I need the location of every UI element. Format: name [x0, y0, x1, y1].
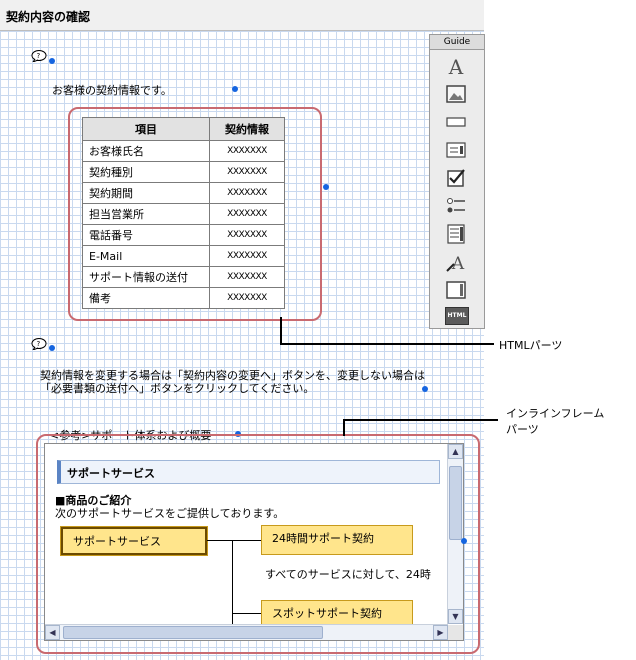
instruction-line-2: 「必要書類の送付へ」ボタンをクリックしてください。: [40, 382, 315, 395]
list-icon[interactable]: [445, 195, 467, 217]
checkbox-icon[interactable]: [445, 167, 467, 189]
connector-line: [232, 540, 233, 640]
vertical-scroll-thumb[interactable]: [449, 466, 462, 540]
html-parts-label: HTMLパーツ: [499, 339, 563, 352]
scroll-up-button[interactable]: ▲: [448, 444, 463, 459]
text-icon[interactable]: A: [445, 55, 467, 77]
table-cell: XXXXXXX: [209, 266, 285, 288]
image-icon[interactable]: [445, 83, 467, 105]
table-cell: 電話番号: [82, 224, 210, 246]
product-description: 次のサポートサービスをご提供しております。: [55, 507, 285, 520]
table-cell: XXXXXXX: [209, 224, 285, 246]
svg-text:?: ?: [37, 340, 41, 348]
svg-text:A: A: [448, 55, 464, 77]
table-cell: お客様氏名: [82, 140, 210, 162]
horizontal-scrollbar[interactable]: ◀ ▶: [45, 624, 448, 640]
table-cell: XXXXXXX: [209, 182, 285, 204]
comment-icon[interactable]: ?: [31, 50, 49, 62]
table-cell: サポート情報の送付: [82, 266, 210, 288]
intro-text: お客様の契約情報です。: [52, 84, 172, 97]
comment-icon[interactable]: ?: [31, 338, 49, 350]
table-cell: 契約種別: [82, 161, 210, 183]
iframe-parts-label-line1: インラインフレーム: [506, 407, 605, 420]
instruction-line-1: 契約情報を変更する場合は「契約内容の変更へ」ボタンを、変更しない場合は: [40, 369, 425, 382]
guide-title: Guide: [430, 35, 484, 50]
inline-frame[interactable]: サポートサービス ■商品のご紹介 次のサポートサービスをご提供しております。 サ…: [44, 443, 464, 641]
selection-handle[interactable]: [49, 345, 55, 351]
iframe-parts-highlight: [36, 434, 480, 654]
scroll-left-button[interactable]: ◀: [45, 625, 60, 640]
scroll-right-button[interactable]: ▶: [433, 625, 448, 640]
html-icon[interactable]: HTML: [445, 307, 469, 325]
table-cell: 担当営業所: [82, 203, 210, 225]
page-header: 契約内容の確認: [0, 0, 484, 31]
table-icon[interactable]: [445, 223, 467, 245]
selection-handle[interactable]: [49, 58, 55, 64]
selection-handle[interactable]: [422, 386, 428, 392]
table-cell: 備考: [82, 287, 210, 309]
service-24h-description: すべてのサービスに対して、24時: [265, 568, 431, 581]
horizontal-scroll-thumb[interactable]: [63, 626, 323, 639]
table-cell: E-Mail: [82, 245, 210, 267]
service-box-24h: 24時間サポート契約: [261, 525, 413, 555]
iframe-parts-label-line2: パーツ: [506, 423, 539, 436]
section-title: サポートサービス: [67, 467, 155, 480]
table-cell: 契約期間: [82, 182, 210, 204]
callout-line: [280, 317, 282, 344]
vertical-scrollbar[interactable]: ▲ ▼: [447, 444, 463, 624]
callout-line: [280, 343, 494, 345]
callout-line: [343, 419, 498, 421]
selection-handle[interactable]: [461, 538, 467, 544]
connector-line: [232, 613, 261, 614]
svg-text:?: ?: [37, 52, 41, 60]
product-heading: ■商品のご紹介: [55, 494, 132, 507]
connector-line: [207, 540, 261, 541]
table-cell: XXXXXXX: [209, 245, 285, 267]
table-cell: XXXXXXX: [209, 287, 285, 309]
scroll-down-button[interactable]: ▼: [448, 609, 463, 624]
table-header-row: 項目 契約情報: [82, 117, 285, 141]
form-icon[interactable]: [445, 139, 467, 161]
textbox-icon[interactable]: [445, 111, 467, 133]
table-cell: XXXXXXX: [209, 203, 285, 225]
table-cell: XXXXXXX: [209, 140, 285, 162]
service-box-main: サポートサービス: [60, 526, 208, 556]
section-title-bar: サポートサービス: [57, 460, 440, 484]
selection-handle[interactable]: [323, 184, 329, 190]
table-cell: XXXXXXX: [209, 161, 285, 183]
guide-panel: Guide A A HTML: [429, 34, 485, 329]
callout-line: [343, 420, 345, 436]
html-parts-highlight: [68, 107, 322, 321]
link-icon[interactable]: A: [445, 251, 467, 273]
page-title: 契約内容の確認: [6, 10, 91, 24]
frame-icon[interactable]: [445, 279, 467, 301]
svg-text:A: A: [451, 254, 465, 273]
scroll-corner: [448, 625, 463, 640]
selection-handle[interactable]: [232, 86, 238, 92]
column-header-item: 項目: [82, 117, 210, 141]
column-header-value: 契約情報: [209, 117, 285, 141]
